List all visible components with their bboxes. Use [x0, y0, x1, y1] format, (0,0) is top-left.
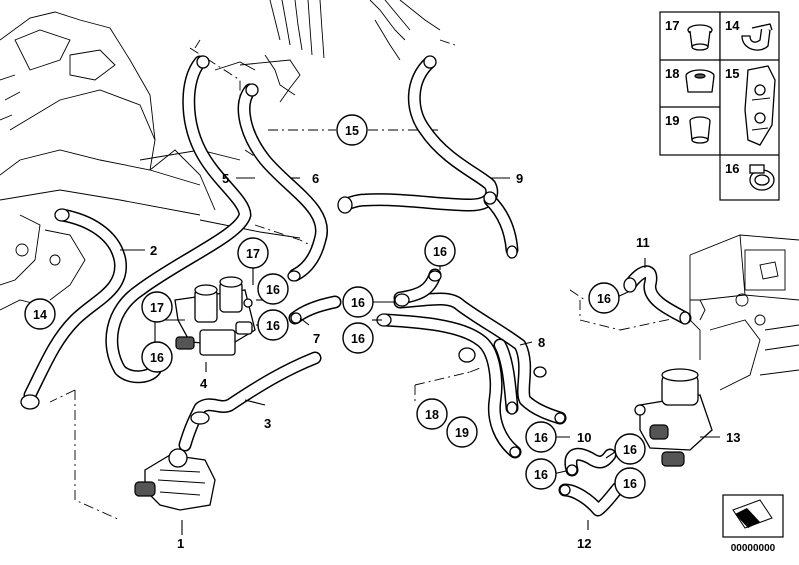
circled-17-top: 17	[246, 247, 260, 261]
circled-16-b: 16	[266, 319, 280, 333]
callout-11: 11	[636, 235, 650, 250]
circled-16-k: 16	[623, 477, 637, 491]
callout-4: 4	[200, 376, 208, 391]
circled-17-left: 17	[150, 301, 164, 315]
parts-legend: 17 14 18 15 19 16	[659, 11, 780, 201]
valve-assembly-4	[174, 276, 256, 356]
circled-16-a: 16	[266, 283, 280, 297]
circled-16-h: 16	[534, 431, 548, 445]
reference-lines	[49, 39, 691, 521]
auxiliary-unit-outline	[689, 234, 799, 391]
callout-9: 9	[516, 171, 523, 186]
callout-6: 6	[312, 171, 319, 186]
circled-15: 15	[345, 124, 359, 138]
legend-16: 16	[725, 161, 739, 176]
catalog-number: 00000000	[731, 543, 776, 554]
callout-2: 2	[150, 243, 157, 258]
hose-fittings	[20, 55, 691, 496]
legend-17: 17	[665, 18, 679, 33]
callout-labels: 1 2 3 4 5 6 7 8 9 10 11 12 13	[150, 171, 740, 551]
engine-block-outline	[0, 0, 441, 311]
circled-19: 19	[455, 426, 469, 440]
legend-18: 18	[665, 66, 679, 81]
legend-15: 15	[725, 66, 739, 81]
circled-16-c: 16	[150, 351, 164, 365]
clamp-part-icon	[741, 23, 773, 51]
bushing-part-icon	[685, 69, 715, 93]
circled-16-i: 16	[534, 468, 548, 482]
callout-12: 12	[577, 536, 591, 551]
pump-1	[134, 448, 216, 511]
callout-13: 13	[726, 430, 740, 445]
circled-16-e: 16	[351, 332, 365, 346]
grommet-part-icon	[687, 24, 713, 51]
circled-16-f: 16	[433, 245, 447, 259]
callout-5: 5	[222, 171, 229, 186]
callout-8: 8	[538, 335, 545, 350]
grommet-2-part-icon	[689, 116, 711, 144]
callout-10: 10	[577, 430, 591, 445]
circled-16-g: 16	[597, 292, 611, 306]
hose-clamp-part-icon	[749, 164, 775, 191]
callout-1: 1	[177, 536, 184, 551]
circled-16-j: 16	[623, 443, 637, 457]
circled-18: 18	[425, 408, 439, 422]
circled-16-d: 16	[351, 296, 365, 310]
circled-callouts: 15 14 17 17 16 16 16 16 16 16 16 16 16 1…	[24, 114, 646, 499]
callout-7: 7	[313, 331, 320, 346]
legend-19: 19	[665, 113, 679, 128]
legend-14: 14	[725, 18, 740, 33]
callout-3: 3	[264, 416, 271, 431]
catalog-box: 00000000	[722, 494, 784, 554]
valve-13	[634, 368, 713, 467]
circled-14: 14	[33, 308, 47, 322]
bracket-part-icon	[744, 65, 776, 146]
